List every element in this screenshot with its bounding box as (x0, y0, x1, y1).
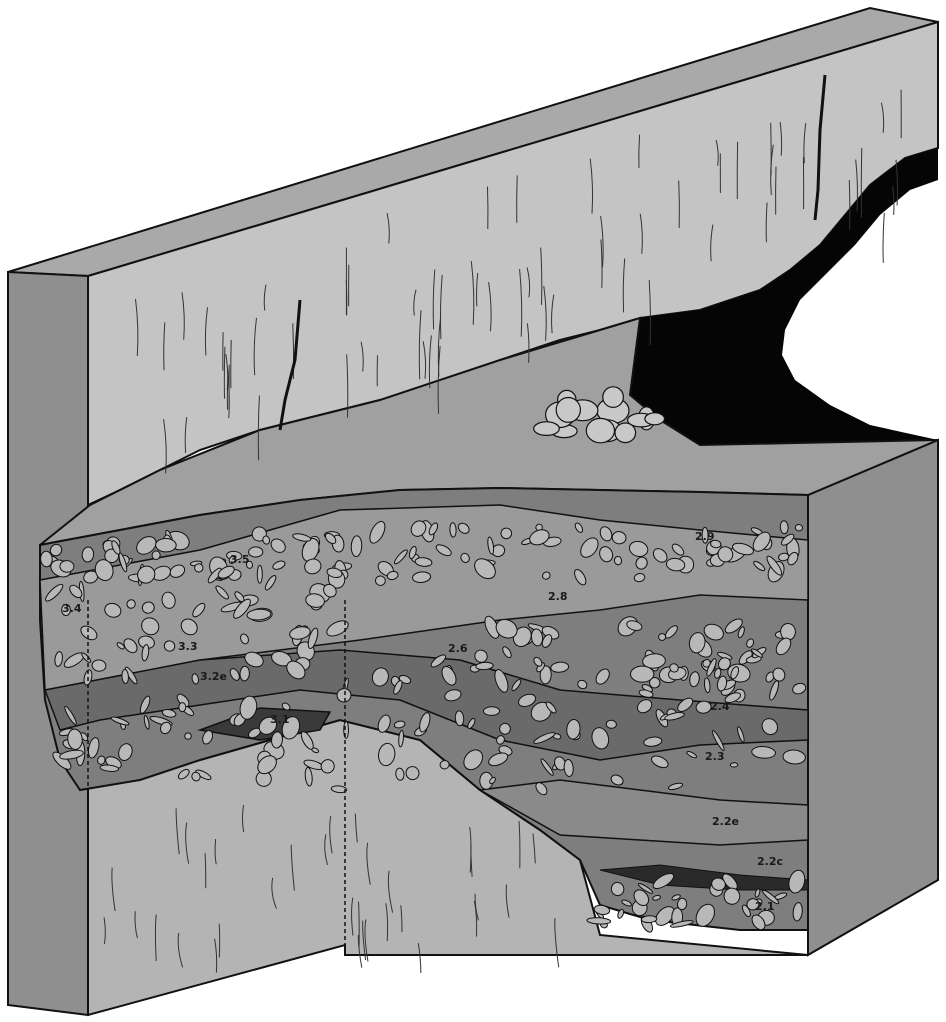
rubble-block (603, 387, 624, 408)
rubble-block (615, 423, 636, 443)
gravel-clast (606, 720, 617, 729)
layer-label-2-3: 2.3 (705, 750, 725, 763)
layer-label-2-8: 2.8 (548, 590, 568, 603)
gravel-clast (249, 547, 263, 557)
texture-stroke (517, 175, 518, 222)
gravel-clast (40, 551, 52, 567)
layer-label-3-4: 3.4 (62, 602, 82, 615)
gravel-clast (483, 707, 499, 716)
texture-stroke (883, 213, 884, 263)
layer-label-3-3: 3.3 (178, 640, 198, 653)
gravel-clast (185, 733, 192, 739)
rubble-block (556, 398, 580, 423)
rock-block-right-face (808, 440, 938, 955)
layer-label-2-2e: 2.2e (712, 815, 739, 828)
layer-label-2-1: 2.1 (755, 900, 775, 913)
rubble-block (586, 418, 614, 442)
layer-label-2-4: 2.4 (710, 700, 730, 713)
layer-label-2-9: 2.9 (695, 530, 715, 543)
texture-stroke (224, 347, 225, 399)
gravel-clast (257, 565, 262, 583)
gravel-clast (631, 666, 654, 682)
gravel-clast (155, 538, 176, 552)
layer-label-3-2e: 3.2e (200, 670, 227, 683)
gravel-clast (780, 520, 789, 534)
layer-label-3-1: 3.1 (270, 713, 290, 726)
layer-label-2-2c: 2.2c (757, 855, 783, 868)
layer-label-2-6: 2.6 (448, 642, 468, 655)
layer-label-3-5: 3.5 (230, 553, 250, 566)
texture-stroke (849, 180, 850, 230)
gravel-clast (179, 703, 186, 712)
gravel-clast (795, 524, 803, 532)
gravel-clast (450, 523, 457, 538)
gravel-clast (641, 915, 657, 923)
rubble-block (645, 413, 665, 425)
gravel-clast (730, 763, 738, 768)
rubble-block (534, 422, 560, 436)
gravel-clast (60, 560, 75, 572)
